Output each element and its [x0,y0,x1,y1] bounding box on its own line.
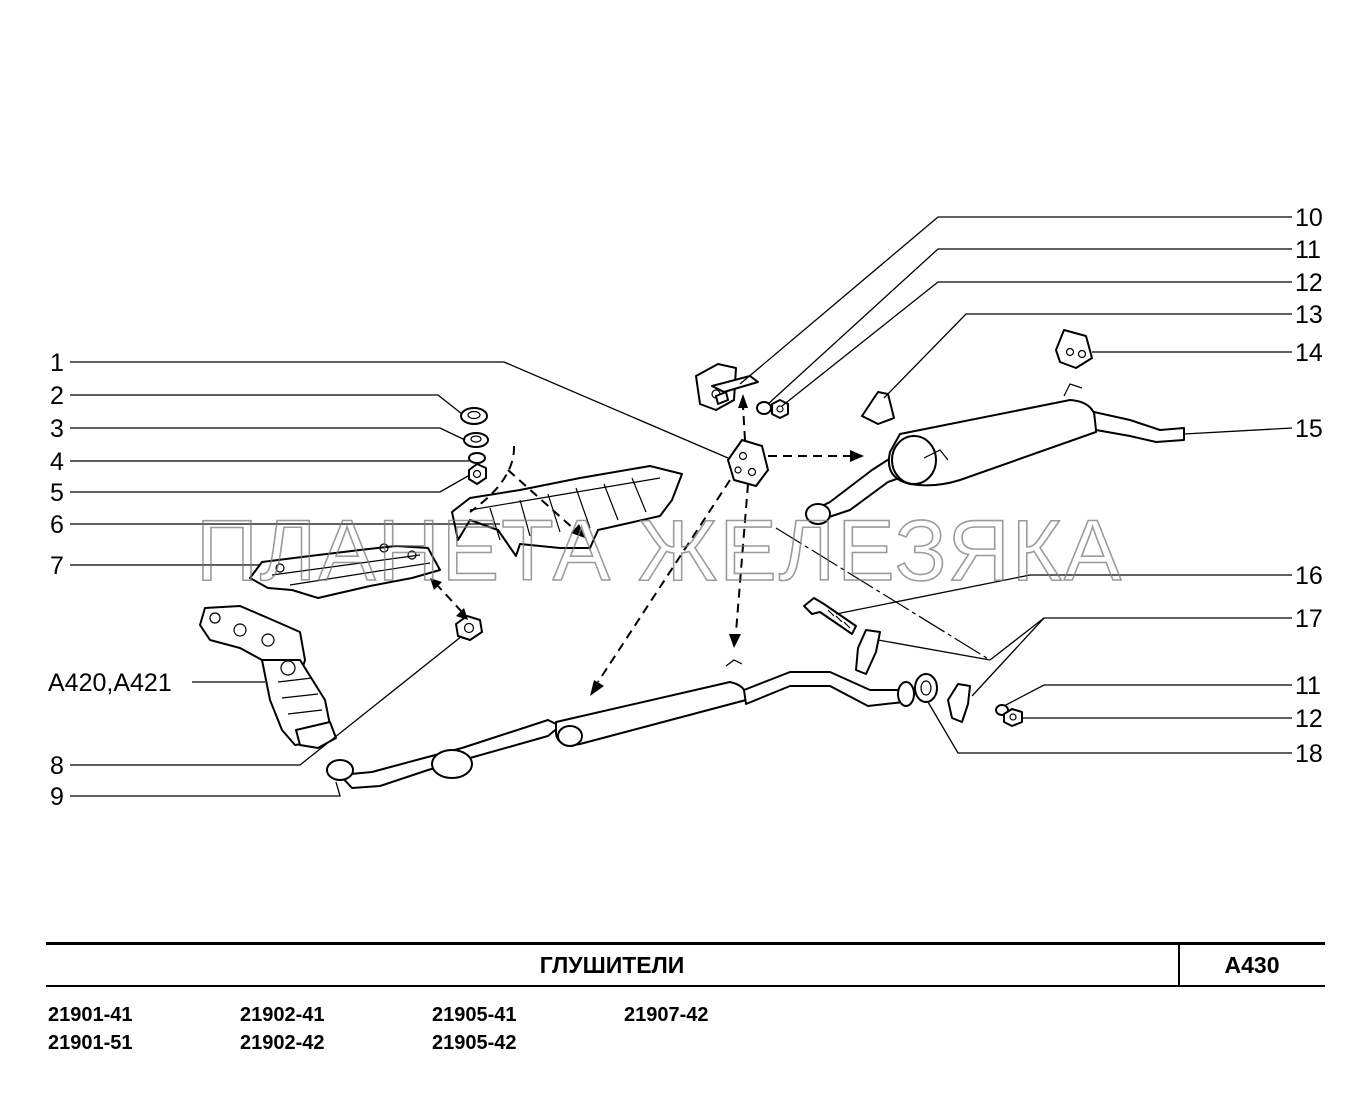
page-title: ГЛУШИТЕЛИ [539,951,685,978]
catalytic-manifold-part [199,605,337,749]
title-block-top-rule [46,942,1325,945]
callout-a420-a421: A420,A421 [48,669,172,697]
callout-1: 1 [50,349,64,377]
callout-16: 16 [1295,562,1323,590]
bolt-16-part [803,597,857,635]
callout-15: 15 [1295,415,1323,443]
washer-2-part [460,407,488,425]
callout-11: 11 [1295,236,1321,264]
model-code: 21901-41 [48,1004,133,1026]
title-block-bottom-rule [46,985,1325,987]
callout-5: 5 [50,479,64,507]
watermark: ПЛАНЕТА ЖЕЛЕЗЯКА [196,503,1123,599]
callout-9: 9 [50,783,64,811]
model-code: 21902-41 [240,1004,325,1026]
clamp-17a-part [855,629,881,675]
callout-12b: 12 [1295,705,1323,733]
cap-13-part [861,391,895,425]
hanger-14-part [1055,329,1093,369]
callout-11b: 11 [1295,672,1321,700]
callout-2: 2 [50,382,64,410]
callout-10: 10 [1295,204,1323,232]
callout-12: 12 [1295,269,1323,297]
front-pipe-and-resonator-part [326,659,915,789]
assembly-arrow-to-pipe [735,483,749,633]
assembly-arrow-to-resonator [597,479,731,683]
nut-12b-part [1003,708,1023,727]
assembly-arrow-to-bracket [742,405,746,441]
model-code: 21902-42 [240,1032,325,1054]
callouts-right: 10 11 12 13 14 15 16 17 11 12 18 [1295,204,1323,768]
nut-8-part [455,615,483,641]
callout-7: 7 [50,552,64,580]
model-code: 21905-41 [432,1004,517,1026]
clamp-17b-part [947,683,971,723]
page-code: A430 [1224,951,1280,978]
callout-13: 13 [1295,301,1323,329]
callout-14: 14 [1295,339,1323,367]
leader-lines [70,216,1293,797]
callout-4: 4 [50,448,64,476]
seal-ring-18-part [914,673,938,703]
callouts-left: 1 2 3 4 5 6 7 A420,A421 8 9 [48,349,172,811]
washer-3-part [463,432,489,448]
model-code: 21907-42 [624,1004,709,1026]
nut-5-part [468,463,487,485]
rear-muffler-15-part [805,383,1185,525]
callout-8: 8 [50,752,64,780]
callout-17: 17 [1295,605,1323,633]
washer-4-part [468,452,486,464]
title-block-divider [1178,942,1180,986]
callout-3: 3 [50,415,64,443]
callout-6: 6 [50,511,64,539]
model-code: 21901-51 [48,1032,133,1054]
heat-shield-lower-part [249,543,441,599]
model-code: 21905-42 [432,1032,517,1054]
rubber-cushion-1-part [727,439,769,487]
assembly-arrow-to-shield-lower [437,585,463,613]
bracket-10-part [695,363,759,411]
callout-18: 18 [1295,740,1323,768]
